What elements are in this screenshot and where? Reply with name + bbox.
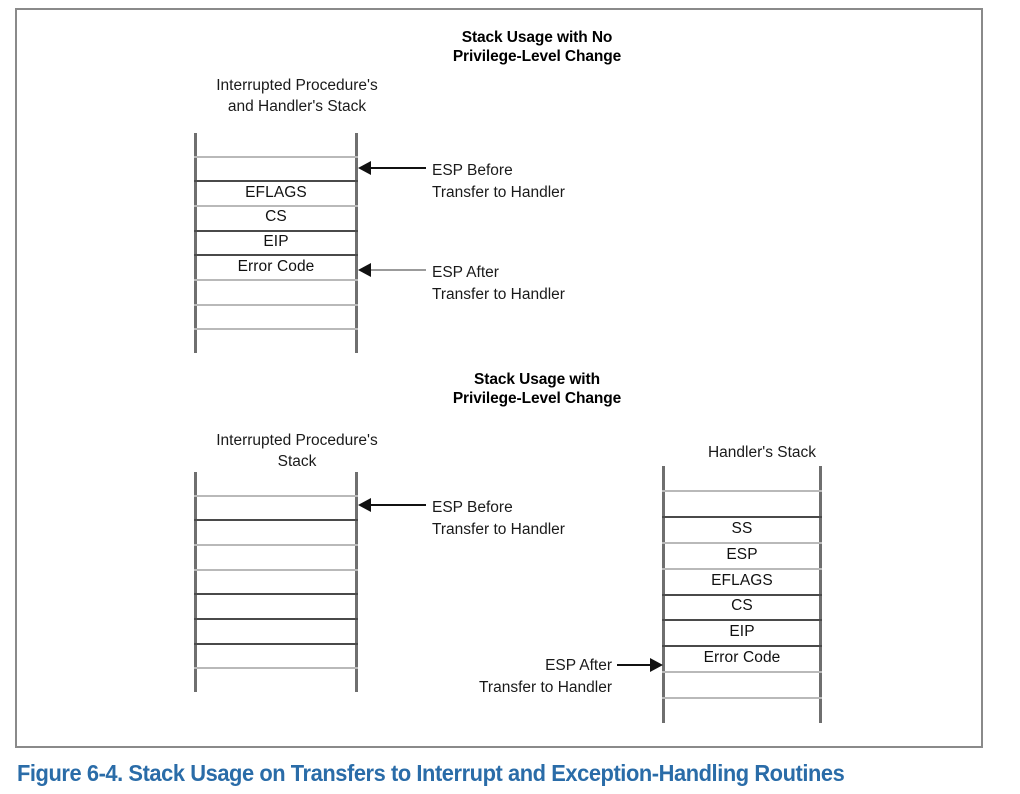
stack-caption-line-1: Handler's Stack (707, 444, 817, 461)
stack-row: EIP (662, 619, 822, 645)
stack-cell-label: CS (731, 597, 753, 615)
arrow-shaft (369, 167, 426, 169)
stack-caption-line-2: Stack (277, 453, 317, 470)
annotation-line-1: ESP After (545, 657, 612, 674)
stack-rail-left (194, 472, 197, 692)
stack-row (662, 671, 822, 697)
arrow-head-left-icon (358, 161, 371, 175)
stack-row (662, 489, 822, 516)
stack-cell-label: EIP (263, 233, 289, 251)
figure-frame: Stack Usage with No Privilege-Level Chan… (15, 8, 983, 748)
stack-cell-label: Error Code (703, 649, 781, 667)
stack-row: EIP (194, 229, 358, 255)
stack-row (194, 593, 358, 618)
stack-row (194, 618, 358, 643)
stack-cell-label: SS (731, 519, 753, 537)
stack-cell-label: ESP (726, 545, 758, 563)
stack-caption-interrupted-procedure: Interrupted Procedure's Stack (167, 430, 427, 472)
esp-before-label-privilege-change: ESP Before Transfer to Handler (432, 497, 565, 541)
stack-row: EFLAGS (662, 567, 822, 594)
stack-interrupted-procedure (194, 472, 358, 692)
stack-cell-label: CS (265, 208, 287, 226)
stack-caption-interrupted-and-handler: Interrupted Procedure's and Handler's St… (167, 75, 427, 117)
stack-row (194, 642, 358, 668)
diagram-title-no-privilege-change: Stack Usage with No Privilege-Level Chan… (397, 28, 677, 66)
esp-after-arrow-no-privilege-change (358, 263, 426, 277)
stack-cell-label: EFLAGS (245, 183, 307, 201)
annotation-line-1: ESP Before (432, 499, 513, 516)
stack-row (194, 133, 358, 156)
stack-row (194, 519, 358, 544)
diagram-title-privilege-change: Stack Usage with Privilege-Level Change (397, 370, 677, 408)
stack-row (194, 279, 358, 304)
diagram-title-line-2: Privilege-Level Change (452, 48, 622, 65)
esp-before-arrow-no-privilege-change (358, 161, 426, 175)
stack-caption-line-1: Interrupted Procedure's (216, 432, 378, 449)
annotation-line-1: ESP Before (432, 162, 513, 179)
esp-before-arrow-privilege-change (358, 498, 426, 512)
stack-row (194, 303, 358, 329)
stack-handler: SS ESP EFLAGS CS EIP Error Code (662, 466, 822, 723)
annotation-line-2: Transfer to Handler (432, 286, 565, 303)
arrow-shaft (369, 269, 426, 271)
stack-rows-no-privilege-change: EFLAGS CS EIP Error Code (194, 133, 358, 353)
stack-cell-label: EIP (729, 623, 755, 641)
annotation-line-2: Transfer to Handler (432, 184, 565, 201)
esp-after-label-no-privilege-change: ESP After Transfer to Handler (432, 262, 565, 306)
stack-row (194, 328, 358, 353)
stack-caption-line-2: and Handler's Stack (227, 98, 367, 115)
stack-row: Error Code (662, 645, 822, 671)
stack-rows-interrupted-procedure (194, 472, 358, 692)
stack-row (194, 494, 358, 520)
arrow-head-left-icon (358, 263, 371, 277)
stack-row (194, 667, 358, 692)
arrow-shaft (617, 664, 652, 666)
esp-after-label-privilege-change: ESP After Transfer to Handler (447, 655, 612, 699)
esp-after-arrow-privilege-change (617, 658, 663, 672)
stack-row: SS (662, 515, 822, 542)
arrow-head-left-icon (358, 498, 371, 512)
diagram-title-line-2: Privilege-Level Change (452, 390, 622, 407)
stack-row: EFLAGS (194, 180, 358, 205)
stack-row (662, 697, 822, 723)
stack-row (662, 466, 822, 490)
stack-row (194, 155, 358, 181)
stack-row: ESP (662, 541, 822, 568)
diagram-title-line-1: Stack Usage with No (461, 29, 613, 46)
esp-before-label-no-privilege-change: ESP Before Transfer to Handler (432, 160, 565, 204)
stack-cell-label: EFLAGS (711, 571, 773, 589)
stack-row (194, 568, 358, 594)
stack-rail-left (194, 133, 197, 353)
stack-rail-right (355, 472, 358, 692)
stack-caption-line-1: Interrupted Procedure's (216, 77, 378, 94)
arrow-shaft (369, 504, 426, 506)
stack-row (194, 472, 358, 495)
diagram-title-line-1: Stack Usage with (474, 371, 600, 388)
stack-row (194, 544, 358, 569)
stack-rail-right (355, 133, 358, 353)
stack-row: Error Code (194, 254, 358, 279)
arrow-head-right-icon (650, 658, 663, 672)
annotation-line-2: Transfer to Handler (432, 521, 565, 538)
stack-no-privilege-change: EFLAGS CS EIP Error Code (194, 133, 358, 353)
annotation-line-2: Transfer to Handler (479, 679, 612, 696)
stack-row: CS (662, 593, 822, 620)
annotation-line-1: ESP After (432, 264, 499, 281)
stack-caption-handler: Handler's Stack (642, 442, 882, 463)
stack-rows-handler: SS ESP EFLAGS CS EIP Error Code (662, 466, 822, 723)
stack-cell-label: Error Code (237, 257, 315, 275)
stack-row: CS (194, 205, 358, 230)
figure-caption: Figure 6-4. Stack Usage on Transfers to … (17, 760, 845, 786)
